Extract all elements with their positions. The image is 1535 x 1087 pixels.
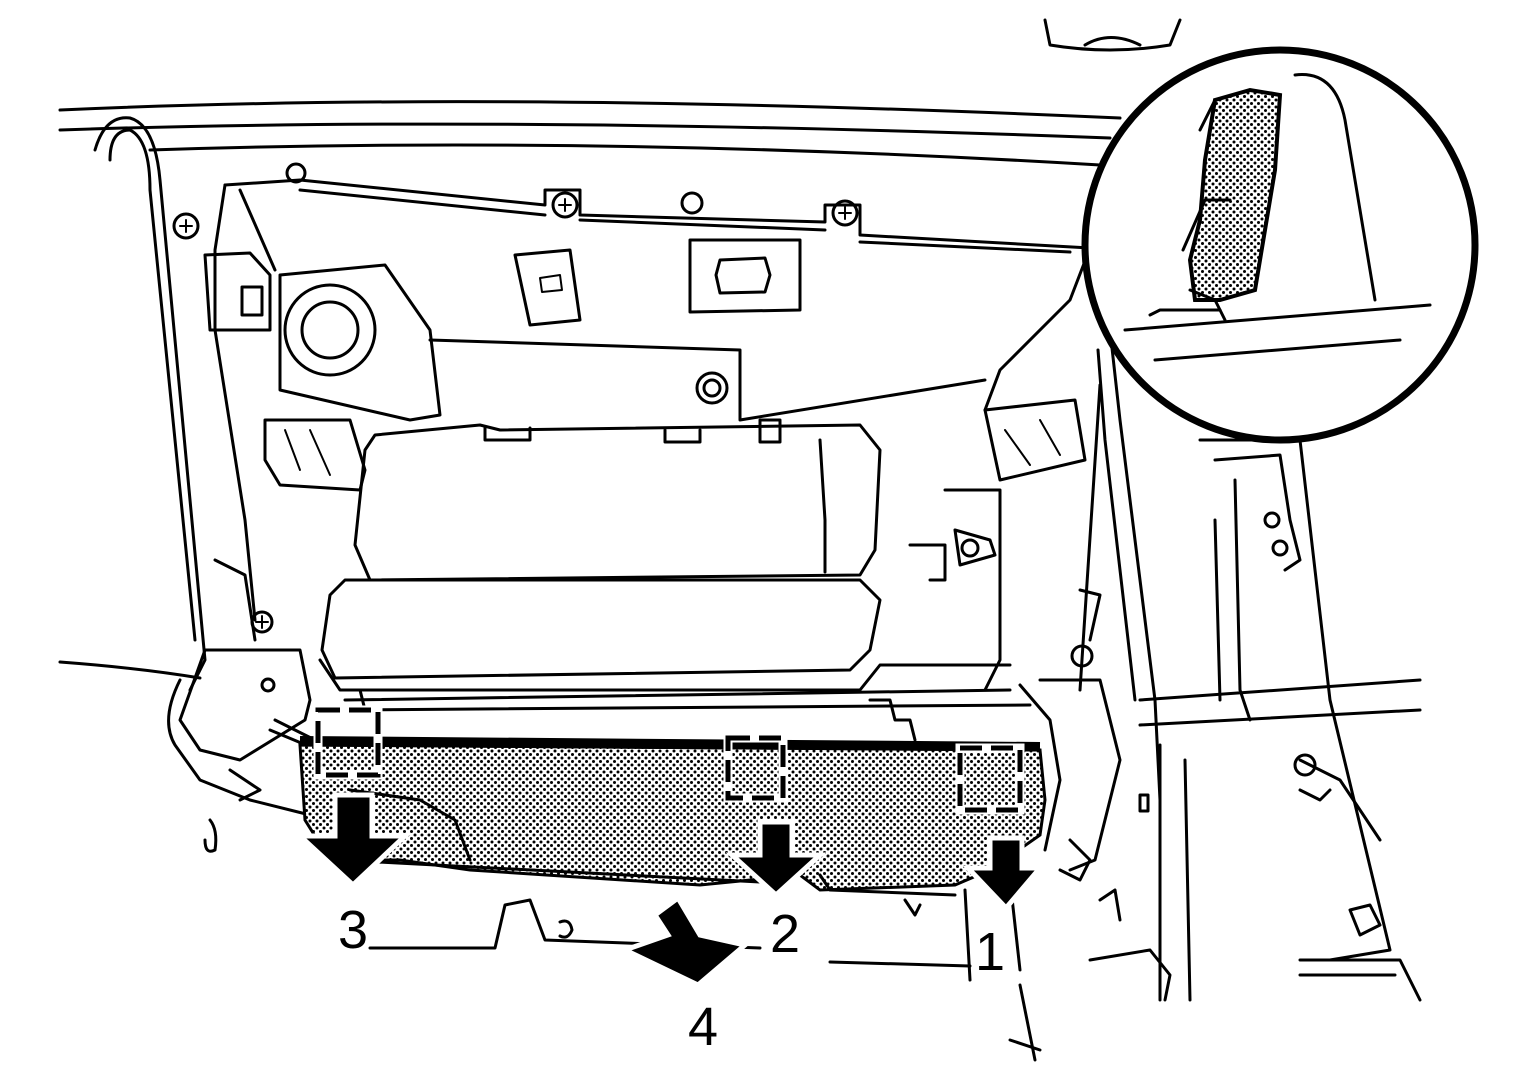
- dashboard-panel: [58, 18, 1182, 802]
- glove-box-door: [298, 688, 1047, 917]
- door-frame: [1088, 438, 1422, 1002]
- lower-trim: [368, 898, 972, 968]
- screw-icon: [551, 191, 579, 219]
- claw-locations: [313, 705, 1025, 815]
- right-hinge: [963, 588, 1122, 1062]
- arrow-1: [962, 835, 1046, 912]
- callout-2: 2: [770, 904, 800, 964]
- screw-icon: [285, 162, 307, 184]
- callout-1: 1: [975, 922, 1005, 982]
- connector-bracket: [513, 238, 802, 327]
- glove-box-housing: [172, 162, 1092, 712]
- arrow-2: [725, 819, 827, 899]
- screw-icon: [831, 199, 859, 227]
- callout-3: 3: [338, 900, 368, 960]
- screw-icon: [172, 212, 200, 240]
- arrow-3: [293, 792, 412, 889]
- detail-inset: [1081, 46, 1479, 444]
- hole-icon: [680, 191, 704, 215]
- arrow-4: [618, 894, 751, 988]
- air-duct-outlet: [278, 263, 442, 422]
- callout-4: 4: [688, 997, 718, 1057]
